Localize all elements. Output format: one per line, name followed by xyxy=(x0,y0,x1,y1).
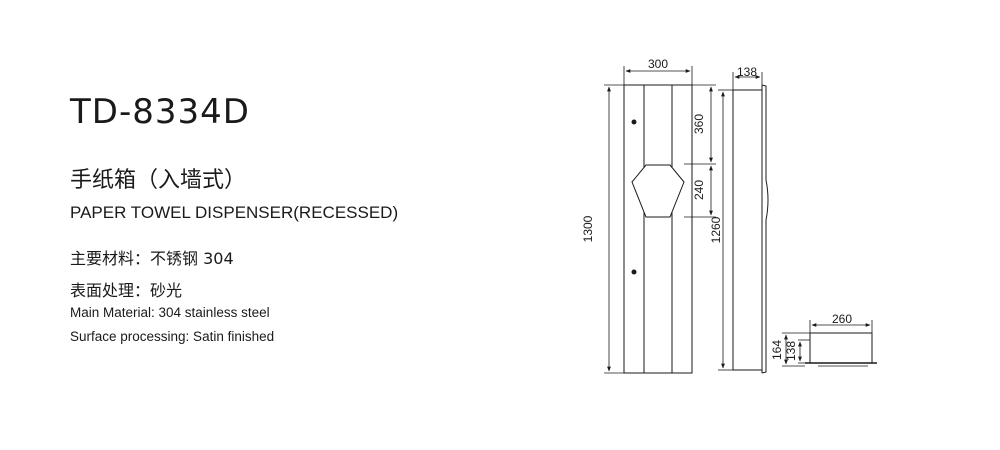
window-height-label: 240 xyxy=(692,180,706,200)
bottom-body-outline xyxy=(809,332,873,364)
side-height-label: 1260 xyxy=(709,216,723,243)
product-name-chinese: 手纸箱（入墙式） xyxy=(70,168,247,193)
product-name-english: PAPER TOWEL DISPENSER(RECESSED) xyxy=(70,203,399,222)
screw-hole-top xyxy=(631,119,637,125)
dispensing-window xyxy=(631,164,685,218)
side-body-outline xyxy=(732,89,763,371)
front-width-label: 300 xyxy=(648,57,668,71)
front-view xyxy=(604,66,716,374)
material-chinese: 主要材料：不锈钢 304 xyxy=(70,249,234,268)
front-panel-outline xyxy=(623,84,693,374)
bottom-width-label: 260 xyxy=(832,312,852,326)
side-flange xyxy=(761,84,769,374)
bottom-inner-height-label: 138 xyxy=(784,341,798,361)
side-depth-label: 138 xyxy=(737,65,757,79)
surface-chinese: 表面处理：砂光 xyxy=(70,281,183,300)
bottom-outer-height-label: 164 xyxy=(770,340,784,360)
material-english: Main Material: 304 stainless steel xyxy=(70,305,270,320)
side-view xyxy=(718,72,769,374)
model-number: TD-8334D xyxy=(70,92,250,132)
surface-english: Surface processing: Satin finished xyxy=(70,329,275,344)
screw-hole-bottom xyxy=(631,269,637,275)
top-to-window-label: 360 xyxy=(692,114,706,134)
front-height-label: 1300 xyxy=(581,215,595,242)
bottom-view xyxy=(782,320,877,367)
